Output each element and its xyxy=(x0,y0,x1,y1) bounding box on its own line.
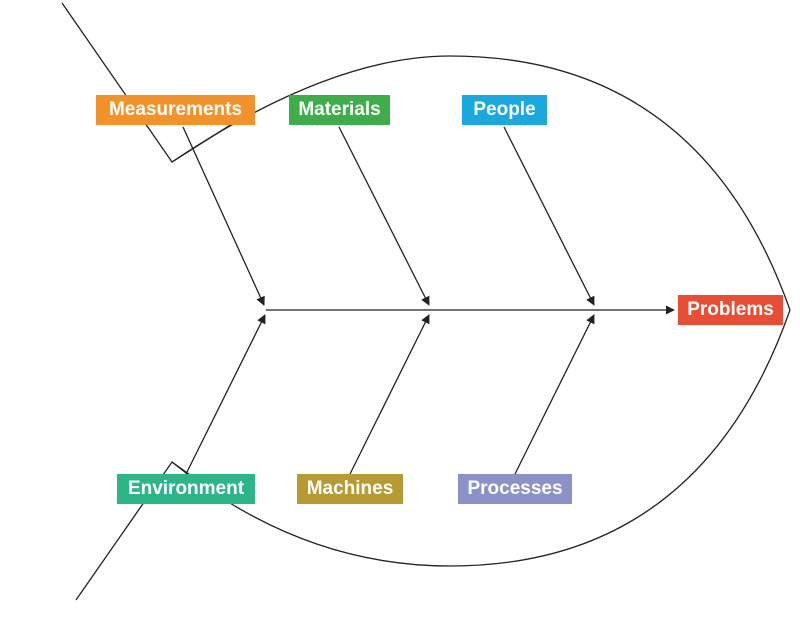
rib-measurements xyxy=(182,126,265,306)
cause-label-materials: Materials xyxy=(289,95,390,125)
fish-body-lower xyxy=(171,309,791,567)
rib-machines xyxy=(349,314,430,475)
fish-tail-upper xyxy=(61,2,255,163)
cause-label-processes: Processes xyxy=(458,474,572,504)
cause-label-people: People xyxy=(462,95,547,125)
cause-label-machines: Machines xyxy=(297,474,403,504)
cause-label-environment: Environment xyxy=(117,474,255,504)
rib-people xyxy=(503,126,595,306)
rib-environment xyxy=(185,314,266,475)
effect-label-problems: Problems xyxy=(678,295,783,325)
rib-materials xyxy=(338,126,430,306)
rib-processes xyxy=(514,314,595,475)
fish-body-upper xyxy=(171,55,791,311)
cause-label-measurements: Measurements xyxy=(96,95,255,125)
